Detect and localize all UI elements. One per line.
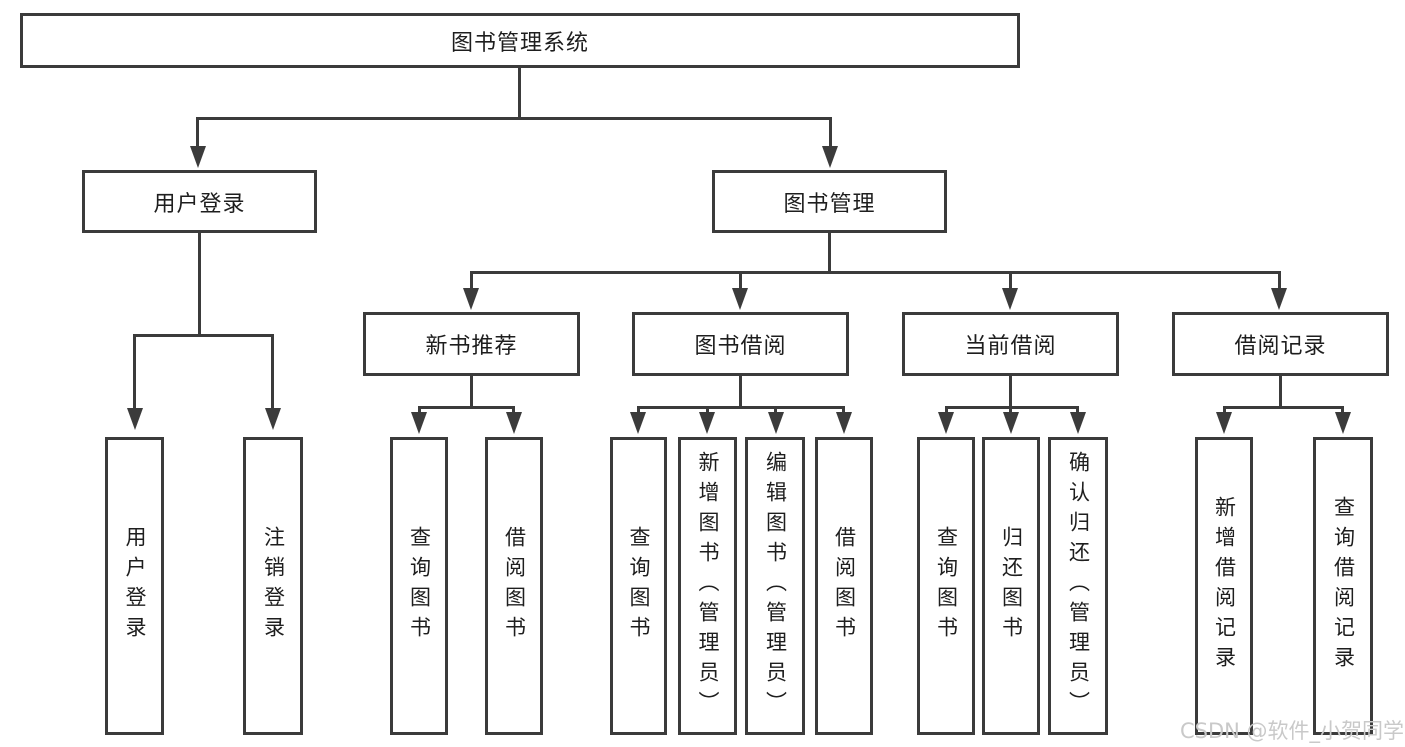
leaf-add-borrow-record: 新增借阅记录 <box>1195 437 1253 735</box>
arrow-down-icon <box>768 412 784 434</box>
arrow-down-icon <box>411 412 427 434</box>
connector-vline <box>706 406 709 414</box>
arrow-down-icon <box>265 408 281 430</box>
node-book-borrow: 图书借阅 <box>632 312 849 376</box>
leaf-borrow-books: 借阅图书 <box>815 437 873 735</box>
leaf-label: 新增图书（管理员） <box>696 451 720 721</box>
leaf-add-book-admin: 新增图书（管理员） <box>678 437 737 735</box>
arrow-down-icon <box>1003 412 1019 434</box>
arrow-down-icon <box>732 288 748 310</box>
connector-vline <box>829 117 832 148</box>
connector-hline <box>196 117 832 120</box>
node-borrow-records: 借阅记录 <box>1172 312 1389 376</box>
leaf-label: 注销登录 <box>261 526 286 646</box>
arrow-down-icon <box>127 408 143 430</box>
leaf-logout: 注销登录 <box>243 437 303 735</box>
connector-vline <box>1009 376 1012 407</box>
leaf-label: 借阅图书 <box>832 526 857 646</box>
leaf-label: 归还图书 <box>999 526 1024 646</box>
connector-vline <box>418 406 421 414</box>
arrow-down-icon <box>190 146 206 168</box>
connector-vline <box>1278 271 1281 290</box>
leaf-label: 查询图书 <box>407 526 432 646</box>
node-user-login: 用户登录 <box>82 170 317 233</box>
connector-hline <box>418 406 515 409</box>
leaf-query-books-current: 查询图书 <box>917 437 975 735</box>
connector-vline <box>739 271 742 290</box>
arrow-down-icon <box>1002 288 1018 310</box>
leaf-query-books-recommend: 查询图书 <box>390 437 448 735</box>
node-book-management: 图书管理 <box>712 170 947 233</box>
arrow-down-icon <box>822 146 838 168</box>
leaf-label: 确认归还（管理员） <box>1066 451 1091 721</box>
connector-vline <box>518 68 521 118</box>
connector-vline <box>945 406 948 414</box>
leaf-user-login: 用户登录 <box>105 437 164 735</box>
watermark: CSDN @软件_小贺同学 <box>1180 719 1405 743</box>
node-current-borrow: 当前借阅 <box>902 312 1119 376</box>
connector-vline <box>470 376 473 407</box>
connector-vline <box>842 406 845 414</box>
connector-vline <box>470 271 473 290</box>
leaf-borrow-books-recommend: 借阅图书 <box>485 437 543 735</box>
node-root-system: 图书管理系统 <box>20 13 1020 68</box>
arrow-down-icon <box>1271 288 1287 310</box>
arrow-down-icon <box>1335 412 1351 434</box>
leaf-label: 查询图书 <box>627 526 651 646</box>
connector-vline <box>637 406 640 414</box>
arrow-down-icon <box>463 288 479 310</box>
arrow-down-icon <box>938 412 954 434</box>
connector-vline <box>196 117 199 148</box>
connector-hline <box>945 406 1079 409</box>
leaf-label: 查询图书 <box>934 526 959 646</box>
connector-vline <box>1341 406 1344 414</box>
connector-vline <box>1279 376 1282 407</box>
connector-hline <box>470 271 1281 274</box>
connector-hline <box>133 334 274 337</box>
connector-vline <box>1223 406 1226 414</box>
leaf-confirm-return-admin: 确认归还（管理员） <box>1048 437 1108 735</box>
connector-vline <box>1009 271 1012 290</box>
leaf-label: 编辑图书（管理员） <box>763 451 788 721</box>
connector-vline <box>133 334 136 409</box>
arrow-down-icon <box>1216 412 1232 434</box>
arrow-down-icon <box>699 412 715 434</box>
arrow-down-icon <box>630 412 646 434</box>
arrow-down-icon <box>506 412 522 434</box>
leaf-query-books-borrow: 查询图书 <box>610 437 667 735</box>
arrow-down-icon <box>1070 412 1086 434</box>
node-new-book-recommend: 新书推荐 <box>363 312 580 376</box>
connector-vline <box>198 233 201 335</box>
connector-hline <box>637 406 845 409</box>
connector-vline <box>271 334 274 409</box>
connector-vline <box>828 233 831 272</box>
connector-hline <box>1223 406 1344 409</box>
leaf-edit-book-admin: 编辑图书（管理员） <box>745 437 805 735</box>
connector-vline <box>774 406 777 414</box>
connector-vline <box>1076 406 1079 414</box>
leaf-label: 用户登录 <box>123 526 147 646</box>
leaf-return-books: 归还图书 <box>982 437 1040 735</box>
leaf-label: 新增借阅记录 <box>1212 496 1237 676</box>
arrow-down-icon <box>836 412 852 434</box>
leaf-query-borrow-record: 查询借阅记录 <box>1313 437 1373 735</box>
connector-vline <box>512 406 515 414</box>
leaf-label: 借阅图书 <box>502 526 527 646</box>
leaf-label: 查询借阅记录 <box>1331 496 1356 676</box>
connector-vline <box>1009 406 1012 414</box>
connector-vline <box>739 376 742 407</box>
